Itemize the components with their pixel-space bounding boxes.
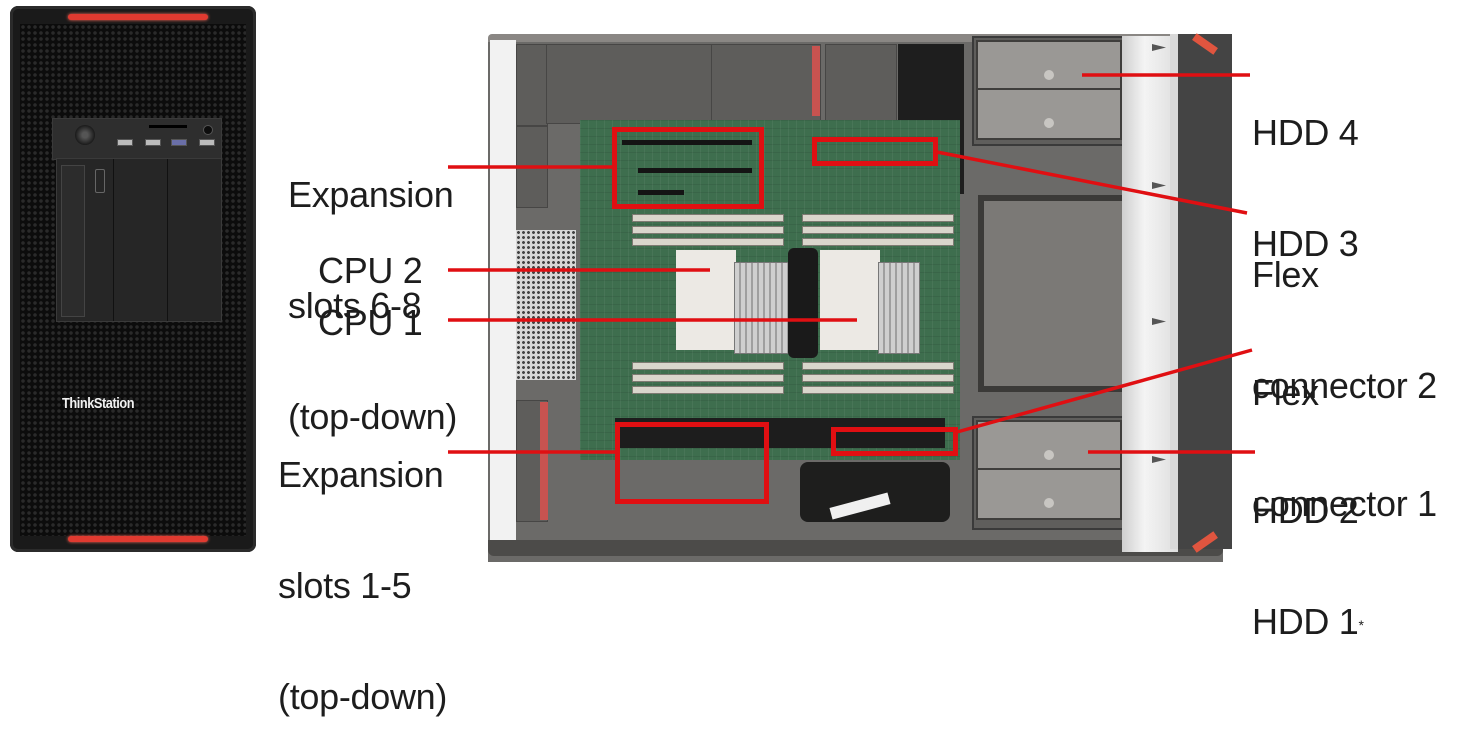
label-text: HDD 1 — [1252, 601, 1359, 642]
label-hdd-2-1: HDD 2 HDD 1* — [1252, 418, 1364, 677]
label-line: Expansion — [278, 454, 444, 495]
bay-divider — [167, 159, 168, 321]
top-handle-accent — [68, 14, 208, 20]
dimm-slot — [632, 214, 784, 222]
hdd-bay-4 — [976, 40, 1122, 90]
cpu2-heatsink — [734, 262, 792, 354]
front-io-panel — [52, 118, 222, 160]
dimm-slot — [802, 386, 954, 394]
eject-button-icon — [95, 169, 105, 193]
cpu1-heatsink-plate — [820, 250, 880, 350]
usb-port-icon — [117, 139, 133, 146]
hdd-bay-3 — [976, 88, 1122, 140]
hdd-bay-1 — [976, 468, 1122, 520]
usb-port-icon — [171, 139, 187, 146]
bottom-handle-accent — [68, 536, 208, 542]
hdd-latch-icon — [1044, 498, 1054, 508]
dimm-slot — [802, 374, 954, 382]
power-button-icon — [75, 125, 95, 145]
dimm-slot — [632, 362, 784, 370]
highlight-expansion-slots-1-5 — [615, 422, 769, 504]
red-accent-strip — [540, 402, 548, 520]
dimm-slot — [802, 238, 954, 246]
sd-card-slot-icon — [149, 125, 187, 128]
chassis-left-rail — [490, 40, 516, 540]
label-line: connector 2 — [1252, 365, 1437, 406]
label-line: HDD 3 — [1252, 223, 1359, 264]
highlight-flex-connector-2 — [812, 137, 938, 166]
red-accent-strip — [812, 46, 820, 116]
brand-logo: ThinkStation — [62, 395, 135, 412]
label-line: Flex — [1252, 372, 1319, 413]
label-line: slots 6-8 — [288, 285, 422, 326]
audio-jack-icon — [203, 125, 213, 135]
chassis-block — [516, 44, 548, 126]
center-fan-shroud — [788, 248, 818, 358]
pci-slot — [638, 168, 752, 173]
pci-slot — [622, 140, 752, 145]
bay-divider — [113, 159, 114, 321]
side-panel-frame — [1122, 36, 1178, 552]
chassis-door-edge — [1170, 34, 1232, 549]
hdd-latch-icon — [1044, 450, 1054, 460]
label-expansion-slots-1-5: Expansion slots 1-5 (top-down) — [278, 382, 447, 752]
footnote-mark: * — [1358, 617, 1364, 633]
pci-slot — [638, 190, 684, 195]
dimm-slot — [802, 214, 954, 222]
dimm-slot — [632, 374, 784, 382]
dimm-slot — [802, 362, 954, 370]
label-line: (top-down) — [288, 396, 458, 437]
label-line: Flex — [1252, 254, 1319, 295]
chassis-block — [516, 126, 548, 208]
hdd-latch-icon — [1044, 70, 1054, 80]
usb-port-icon — [199, 139, 215, 146]
label-line: connector 1 — [1252, 483, 1437, 524]
latch-tab-icon — [1152, 318, 1166, 325]
highlight-flex-connector-1 — [831, 427, 958, 456]
cable-bundle — [800, 462, 950, 522]
dimm-slot — [802, 226, 954, 234]
label-line: slots 1-5 — [278, 565, 412, 606]
hdd-latch-icon — [1044, 118, 1054, 128]
power-supply-block — [825, 44, 897, 124]
label-expansion-slots-6-8: Expansion slots 6-8 (top-down) — [288, 102, 457, 472]
optical-drive-icon — [61, 165, 85, 317]
latch-tab-icon — [1152, 456, 1166, 463]
dimm-slot — [632, 238, 784, 246]
label-cpu1: CPU 1 — [318, 302, 423, 343]
label-line: HDD 1* — [1252, 603, 1364, 640]
power-supply-block — [711, 44, 821, 124]
label-line: HDD 2 — [1252, 490, 1359, 531]
label-line: Expansion — [288, 174, 454, 215]
latch-tab-icon — [1152, 44, 1166, 51]
cpu2-heatsink-plate — [676, 250, 736, 350]
label-hdd-4-3: HDD 4 HDD 3 — [1252, 40, 1359, 299]
highlight-expansion-slots-6-8 — [612, 127, 764, 209]
chassis-floor — [488, 540, 1223, 556]
label-line: (top-down) — [278, 676, 448, 717]
label-line: HDD 4 — [1252, 112, 1359, 153]
label-flex-connector-2: Flex connector 2 — [1252, 182, 1437, 441]
cpu1-heatsink — [878, 262, 920, 354]
power-supply-block — [546, 44, 713, 124]
label-flex-connector-1: Flex connector 1 — [1252, 300, 1437, 559]
side-fan-panel — [978, 195, 1130, 392]
dimm-slot — [632, 386, 784, 394]
workstation-front-view: ThinkStation — [10, 6, 256, 552]
dimm-slot — [632, 226, 784, 234]
hdd-bay-2 — [976, 420, 1122, 470]
label-cpu2: CPU 2 — [318, 250, 423, 291]
usb-port-icon — [145, 139, 161, 146]
pci-rear-vent — [516, 230, 576, 380]
drive-bay-panel — [56, 158, 222, 322]
